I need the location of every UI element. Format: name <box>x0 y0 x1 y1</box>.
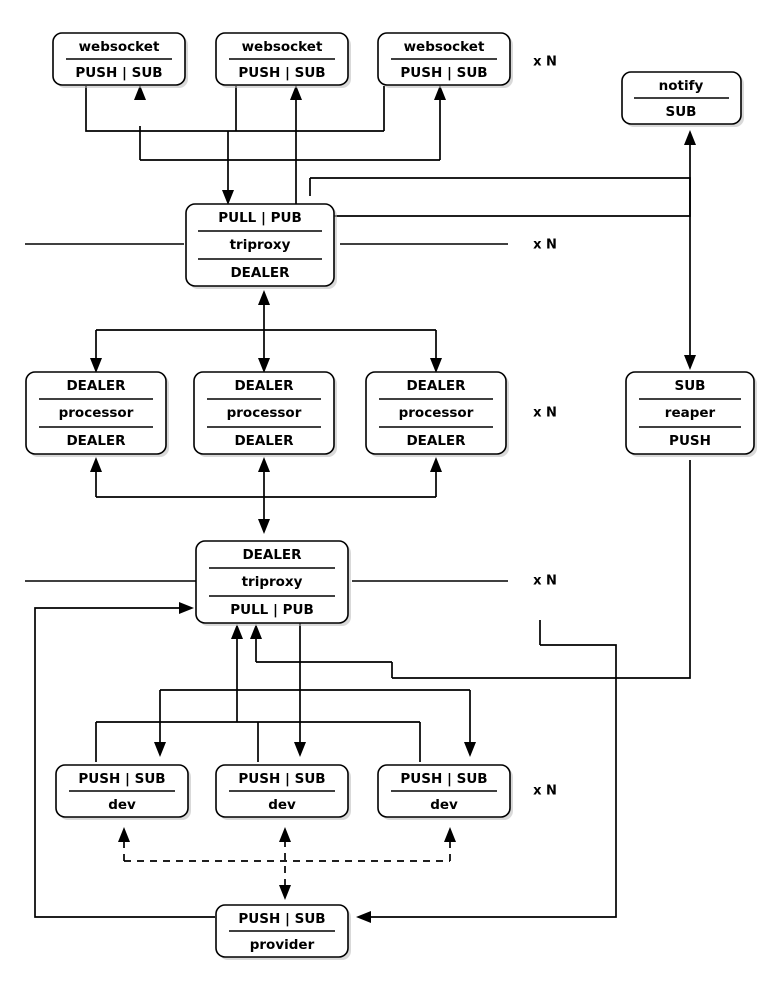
node-triproxy-top[interactable]: PULL | PUB triproxy DEALER <box>185 203 337 289</box>
multiplicity-websocket: x N <box>533 55 557 70</box>
arrowhead-dev1-sub <box>154 742 166 757</box>
node-title: websocket <box>404 39 485 55</box>
node-dev-2[interactable]: PUSH | SUB dev <box>215 764 351 820</box>
node-triproxy-bottom[interactable]: DEALER triproxy PULL | PUB <box>195 540 351 626</box>
box-outline <box>195 540 349 624</box>
node-title: notify <box>659 78 704 94</box>
node-notify[interactable]: notify SUB <box>621 71 744 127</box>
node-title: dev <box>430 797 458 813</box>
node-processor-2[interactable]: DEALER processor DEALER <box>193 371 337 457</box>
arrowhead-dev3-dashed <box>444 827 456 842</box>
node-title: reaper <box>665 405 716 421</box>
arrowhead-processor2-dealer-down <box>258 358 270 373</box>
node-title: websocket <box>79 39 160 55</box>
arrowhead-provider-dashed-down <box>279 885 291 900</box>
arrowhead-websocket3-sub <box>434 85 446 100</box>
node-ports-bottom: DEALER <box>66 433 126 449</box>
multiplicity-triproxy-bottom: x N <box>533 574 557 589</box>
node-ports: PUSH | SUB <box>238 771 325 787</box>
node-ports: PUSH | SUB <box>78 771 165 787</box>
arrowhead-triproxy-top-dealer-up <box>258 290 270 305</box>
arrowhead-processor1-dealer-down <box>90 358 102 373</box>
node-ports: SUB <box>666 104 697 120</box>
node-processor-3[interactable]: DEALER processor DEALER <box>365 371 509 457</box>
arrowhead-triproxy-bottom-pull-provider <box>179 602 194 614</box>
node-title: dev <box>268 797 296 813</box>
node-websocket-3[interactable]: websocket PUSH | SUB <box>377 32 513 88</box>
wire-right-rail-to-provider <box>370 650 617 918</box>
node-ports-top: PULL | PUB <box>218 210 302 226</box>
node-title: triproxy <box>230 237 291 253</box>
node-reaper[interactable]: SUB reaper PUSH <box>625 371 757 457</box>
arrowhead-dev1-dashed <box>118 827 130 842</box>
arrowhead-websocket1-sub <box>134 85 146 100</box>
node-ports-bottom: PUSH <box>669 433 711 449</box>
wire-websocket-push-bus <box>85 86 384 132</box>
node-title: dev <box>108 797 136 813</box>
wire-triproxy-top-pub-to-notify <box>334 144 691 217</box>
node-ports: PUSH | SUB <box>400 771 487 787</box>
box-outline <box>365 371 507 455</box>
box-outline <box>25 371 167 455</box>
node-ports-top: DEALER <box>242 547 302 563</box>
node-websocket-1[interactable]: websocket PUSH | SUB <box>52 32 188 88</box>
node-title: processor <box>227 405 302 421</box>
node-ports: PUSH | SUB <box>400 65 487 81</box>
node-title: provider <box>250 937 315 953</box>
multiplicity-dev: x N <box>533 784 557 799</box>
arrowhead-provider-sub <box>356 911 371 923</box>
wire-triproxy-pub-bus-to-reaper <box>310 177 691 196</box>
arrowhead-websocket2-sub <box>290 85 302 100</box>
node-websocket-2[interactable]: websocket PUSH | SUB <box>215 32 351 88</box>
arrowhead-triproxy-top-pull <box>222 190 234 205</box>
node-title: processor <box>399 405 474 421</box>
node-ports-bottom: PULL | PUB <box>230 602 314 618</box>
box-outline <box>193 371 335 455</box>
wire-provider-push-left-rail <box>34 607 215 918</box>
node-dev-3[interactable]: PUSH | SUB dev <box>377 764 513 820</box>
arrowhead-dev2-sub <box>294 742 306 757</box>
box-outline <box>625 371 755 455</box>
node-ports-top: DEALER <box>66 378 126 394</box>
node-title: websocket <box>242 39 323 55</box>
node-processor-1[interactable]: DEALER processor DEALER <box>25 371 169 457</box>
arrowhead-reaper-sub <box>684 355 696 370</box>
node-ports-bottom: DEALER <box>230 265 290 281</box>
node-dev-1[interactable]: PUSH | SUB dev <box>55 764 191 820</box>
node-ports-top: DEALER <box>234 378 294 394</box>
node-ports: PUSH | SUB <box>238 65 325 81</box>
node-title: processor <box>59 405 134 421</box>
wire-right-rail-top-hook <box>540 644 617 650</box>
connection-layer <box>25 85 696 923</box>
arrowhead-processor2-dealer-up <box>258 457 270 472</box>
node-ports-bottom: DEALER <box>406 433 466 449</box>
node-ports-top: DEALER <box>406 378 466 394</box>
arrowhead-processor1-dealer-up <box>90 457 102 472</box>
arrowhead-processor3-dealer-up <box>430 457 442 472</box>
wire-reaper-push-drop <box>392 460 691 679</box>
node-ports: PUSH | SUB <box>238 911 325 927</box>
node-ports-top: SUB <box>675 378 706 394</box>
arrowhead-dev3-sub <box>464 742 476 757</box>
arrowhead-triproxy-bottom-pull-dev <box>231 624 243 639</box>
arrowhead-triproxy-bottom-dealer-down <box>258 519 270 534</box>
box-outline <box>185 203 335 287</box>
arrowhead-dev2-dashed-up <box>279 827 291 842</box>
node-title: triproxy <box>242 574 303 590</box>
node-ports-bottom: DEALER <box>234 433 294 449</box>
node-ports: PUSH | SUB <box>75 65 162 81</box>
multiplicity-processor: x N <box>533 406 557 421</box>
multiplicity-triproxy-top: x N <box>533 238 557 253</box>
arrowhead-notify-sub <box>684 130 696 145</box>
arrowhead-triproxy-bottom-pull-reaper <box>250 624 262 639</box>
node-provider[interactable]: PUSH | SUB provider <box>215 904 351 960</box>
arrowhead-processor3-dealer-down <box>430 358 442 373</box>
